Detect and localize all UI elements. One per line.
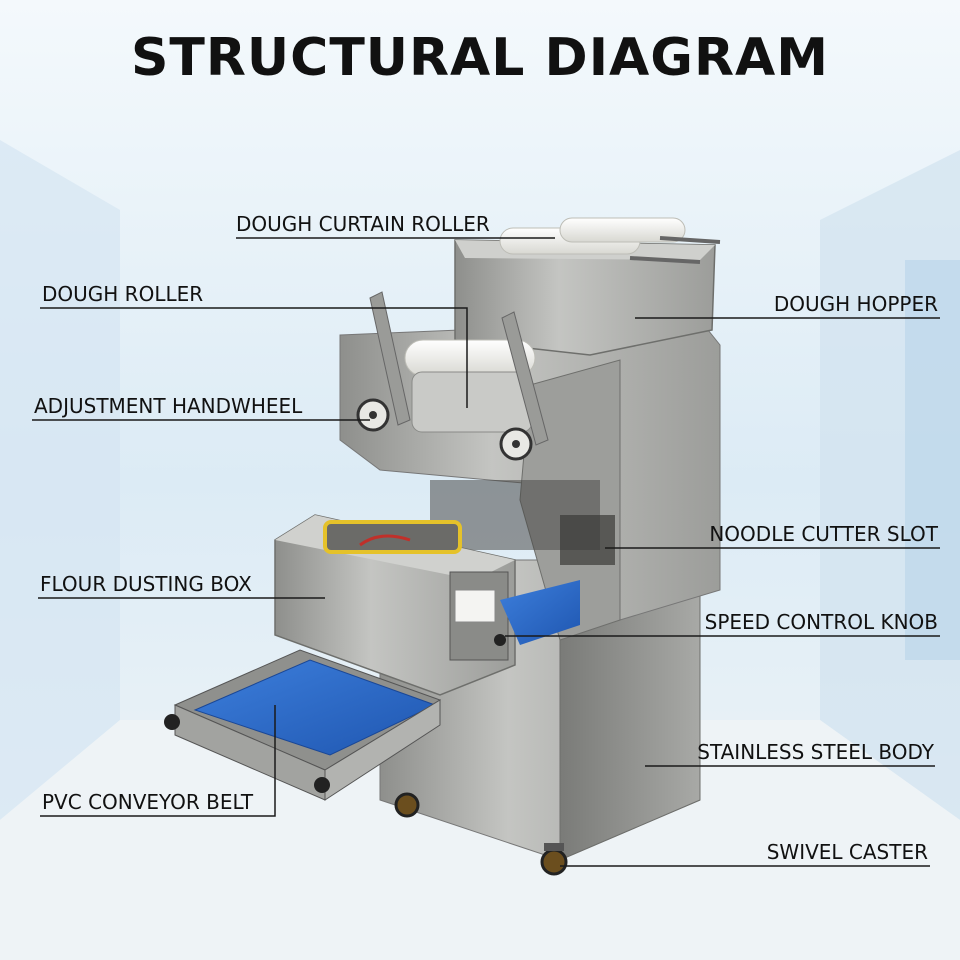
floor — [0, 720, 960, 960]
dough-roller-steel — [411, 371, 533, 433]
label-flour-dusting-box: FLOUR DUSTING BOX — [40, 572, 252, 596]
label-adjustment-handwheel: ADJUSTMENT HANDWHEEL — [34, 394, 303, 418]
roller-shaft-2 — [659, 236, 721, 244]
roller-shaft — [629, 256, 701, 264]
roller-arm-left — [369, 291, 411, 426]
label-dough-curtain-roller: DOUGH CURTAIN ROLLER — [236, 212, 490, 236]
page-title: STRUCTURAL DIAGRAM — [130, 28, 830, 88]
label-dough-roller: DOUGH ROLLER — [42, 282, 204, 306]
right-window — [905, 260, 960, 660]
leader-pvc-conveyor-belt — [40, 705, 276, 817]
label-noodle-cutter-slot: NOODLE CUTTER SLOT — [709, 522, 938, 546]
left-wall — [0, 140, 120, 820]
label-stainless-steel-body: STAINLESS STEEL BODY — [697, 740, 934, 764]
speed-knob — [494, 634, 506, 646]
roller-arm-right — [501, 311, 549, 446]
swivel-caster-shape — [540, 848, 568, 876]
label-swivel-caster: SWIVEL CASTER — [766, 840, 928, 864]
leader-lines — [32, 237, 940, 867]
label-speed-control-knob: SPEED CONTROL KNOB — [704, 610, 938, 634]
belt-rear — [500, 580, 580, 645]
label-dough-hopper: DOUGH HOPPER — [773, 292, 938, 316]
label-pvc-conveyor-belt: PVC CONVEYOR BELT — [42, 790, 254, 814]
caster-rear — [394, 792, 420, 818]
leader-dough-roller — [40, 307, 468, 408]
curtain-roller-2 — [559, 217, 686, 243]
